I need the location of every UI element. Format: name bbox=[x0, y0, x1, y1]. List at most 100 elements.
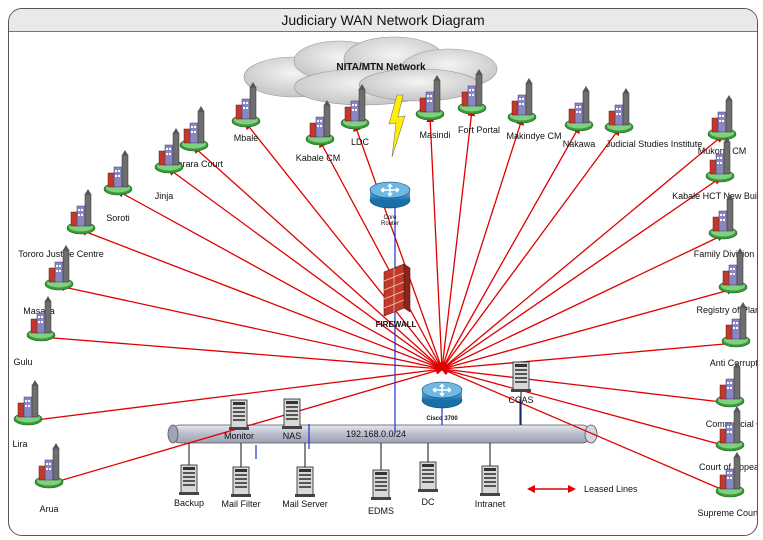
site-label: Registry of Planning & bbox=[696, 305, 757, 315]
site-label: Nakawa bbox=[563, 139, 596, 149]
diagram-frame: Judiciary WAN Network Diagram bbox=[8, 8, 758, 536]
site-label: Anti Corruption & bbox=[710, 358, 757, 368]
legend-label: Leased Lines bbox=[584, 484, 638, 494]
building-icon bbox=[707, 94, 737, 141]
network-label: 192.168.0.0/24 bbox=[346, 429, 406, 439]
site-node: Masaka bbox=[23, 244, 74, 316]
building-icon bbox=[231, 81, 261, 128]
leased-line bbox=[440, 176, 722, 371]
router-icon bbox=[369, 181, 411, 209]
site-label: Lira bbox=[12, 439, 27, 449]
site-label: Makindye CM bbox=[506, 131, 561, 141]
site-node: Makindye CM bbox=[506, 77, 562, 141]
leased-line bbox=[440, 127, 621, 371]
site-node: Supreme Court bbox=[697, 451, 757, 518]
site-label: Tororo Justice Centre bbox=[18, 249, 104, 259]
server-icon bbox=[294, 466, 316, 498]
server-node: Intranet bbox=[475, 465, 506, 509]
site-node: Kabale CM bbox=[296, 99, 341, 163]
leased-line bbox=[440, 365, 732, 407]
building-icon bbox=[34, 442, 64, 489]
site-node: Registry of Planning & bbox=[696, 247, 757, 315]
server-label: Intranet bbox=[475, 499, 506, 509]
leased-line bbox=[39, 333, 444, 373]
server-label: NAS bbox=[283, 431, 302, 441]
site-label: Mbale bbox=[234, 133, 259, 143]
server-icon bbox=[178, 464, 200, 496]
site-label: Mukono CM bbox=[698, 146, 747, 156]
server-label: Mail Filter bbox=[221, 499, 260, 509]
server-icon bbox=[510, 361, 532, 393]
site-node: Nakawa bbox=[563, 85, 596, 149]
building-icon bbox=[154, 127, 184, 174]
server-label: Monitor bbox=[224, 431, 254, 441]
site-label: Kabale CM bbox=[296, 153, 341, 163]
site-label: Court of Appeal bbox=[699, 462, 757, 472]
network-diagram: NITA/MTN Network 192.168.0.0/24 MbaleMba… bbox=[12, 36, 757, 518]
server-label: Mail Server bbox=[282, 499, 328, 509]
leased-line bbox=[440, 233, 725, 371]
site-node: Jinja bbox=[154, 127, 184, 201]
site-node: Lira bbox=[12, 379, 43, 449]
site-node: Fort Portal bbox=[457, 68, 500, 135]
site-node: Family Division bbox=[694, 193, 755, 259]
leased-line bbox=[438, 108, 476, 371]
site-node: Anti Corruption & bbox=[710, 301, 757, 368]
site-node: Arua bbox=[34, 442, 64, 514]
core-router-label-1: Core bbox=[383, 215, 397, 221]
leased-line bbox=[426, 114, 446, 371]
site-node: Judicial Studies Institute bbox=[604, 87, 703, 149]
site-node: Commercial Court bbox=[706, 361, 757, 429]
router-icon bbox=[421, 381, 463, 409]
server-node: CCAS bbox=[508, 361, 534, 405]
leased-line bbox=[440, 286, 735, 372]
site-node: LDC bbox=[340, 83, 370, 147]
server-icon bbox=[370, 469, 392, 501]
building-icon bbox=[715, 451, 745, 498]
building-icon bbox=[564, 85, 594, 132]
firewall: FIREWALL bbox=[376, 263, 417, 329]
site-label: Kabale HCT New Building bbox=[672, 191, 757, 201]
site-node: Mbale bbox=[231, 81, 261, 143]
site-node: Mukono CM bbox=[698, 94, 747, 156]
site-label: Fort Portal bbox=[458, 125, 500, 135]
site-label: Mbarara Court bbox=[165, 159, 224, 169]
leased-line bbox=[244, 121, 444, 371]
leased-line bbox=[353, 123, 444, 371]
building-icon bbox=[66, 188, 96, 235]
site-label: Gulu bbox=[13, 357, 32, 367]
building-icon bbox=[604, 87, 634, 134]
site-label: Judicial Studies Institute bbox=[606, 139, 703, 149]
site-node: Soroti bbox=[103, 149, 133, 223]
site-node: Masindi bbox=[415, 74, 451, 140]
server-node: Monitor bbox=[224, 399, 254, 441]
building-icon bbox=[305, 99, 335, 146]
server-node: Mail Filter bbox=[221, 466, 261, 509]
leased-line bbox=[440, 339, 738, 373]
server-node: Backup bbox=[174, 464, 204, 508]
site-label: LDC bbox=[351, 137, 370, 147]
core-router: Core Router bbox=[369, 181, 411, 227]
site-label: Masindi bbox=[419, 130, 450, 140]
diagram-title: Judiciary WAN Network Diagram bbox=[9, 9, 757, 32]
lightning-icon bbox=[388, 94, 406, 158]
cloud-label: NITA/MTN Network bbox=[336, 62, 426, 73]
leased-line bbox=[441, 125, 580, 371]
site-node: Gulu bbox=[13, 295, 56, 367]
site-label: Supreme Court bbox=[697, 508, 757, 518]
central-router-label: Cisco 3700 bbox=[426, 416, 458, 422]
leased-line bbox=[440, 367, 732, 495]
server-label: CCAS bbox=[508, 395, 533, 405]
server-icon bbox=[281, 398, 303, 430]
legend: Leased Lines bbox=[527, 484, 638, 494]
building-icon bbox=[715, 361, 745, 408]
leased-line bbox=[192, 145, 444, 371]
server-label: Backup bbox=[174, 498, 204, 508]
site-label: Arua bbox=[39, 504, 58, 514]
cloud: NITA/MTN Network bbox=[243, 36, 498, 106]
server-label: DC bbox=[422, 497, 435, 507]
site-label: Family Division bbox=[694, 249, 755, 259]
server-icon bbox=[230, 466, 252, 498]
server-node: Mail Server bbox=[282, 466, 328, 509]
leased-line bbox=[440, 134, 724, 371]
